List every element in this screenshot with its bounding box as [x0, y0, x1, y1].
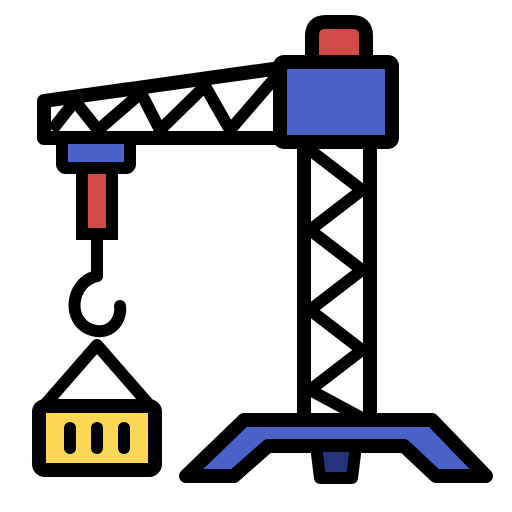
hook-icon — [68, 228, 127, 338]
load-container — [32, 399, 162, 477]
operator-cab — [273, 55, 399, 149]
counterweight-cap — [305, 15, 373, 69]
crane-jib — [37, 61, 287, 145]
rigging-ropes — [36, 339, 158, 414]
trolley — [56, 132, 136, 240]
crane-base — [179, 413, 493, 484]
tower-mast — [297, 133, 377, 429]
